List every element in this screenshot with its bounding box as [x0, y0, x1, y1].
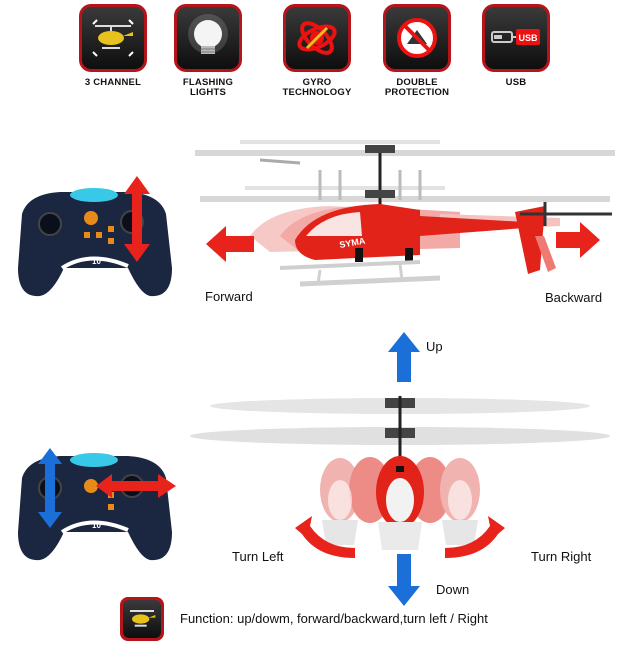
turn-right-arrow	[445, 516, 505, 558]
feature-flashing-lights: FLASHING LIGHTS	[163, 4, 253, 98]
backward-arrow	[556, 222, 600, 258]
helicopter-icon	[92, 19, 134, 57]
vertical-blue-arrow	[38, 448, 62, 528]
forward-arrow	[206, 226, 254, 262]
shield-no-icon	[397, 18, 437, 58]
footer-function-text: Function: up/dowm, forward/backward,turn…	[180, 611, 488, 626]
feature-usb: USB USB	[471, 4, 561, 88]
down-arrow	[388, 554, 420, 606]
rotor-blades	[190, 396, 610, 470]
gyro-icon	[297, 21, 337, 55]
helicopter-main-front	[376, 456, 424, 550]
feature-label: DOUBLE PROTECTION	[384, 77, 450, 98]
forward-backward-illustration: SYMA 10	[18, 140, 615, 297]
helicopter-icon	[130, 610, 156, 627]
helicopter-main: SYMA	[279, 204, 556, 287]
brand-logo: SYMA	[339, 236, 367, 250]
horizontal-red-arrow	[96, 474, 176, 498]
feature-gyro-technology: GYRO TECHNOLOGY	[272, 4, 362, 98]
label-backward: Backward	[545, 290, 603, 305]
feature-label: 3 CHANNEL	[84, 77, 142, 88]
usb-tag: USB	[518, 33, 538, 43]
tail-rotor	[520, 202, 612, 226]
helicopter-front-views	[320, 457, 480, 545]
label-up: Up	[426, 339, 443, 354]
feature-double-protection: DOUBLE PROTECTION	[372, 4, 462, 98]
label-turn-left: Turn Left	[232, 549, 284, 564]
remote-controller: 10	[18, 453, 172, 561]
footer-function-icon	[120, 597, 164, 641]
feature-3-channel: 3 CHANNEL	[68, 4, 158, 88]
label-forward: Forward	[205, 289, 253, 304]
label-down: Down	[436, 582, 470, 597]
feature-label: USB	[505, 77, 527, 88]
vertical-red-arrow	[124, 176, 150, 262]
usb-cable-icon: USB	[491, 29, 540, 45]
light-bulb-icon	[188, 14, 228, 54]
feature-label: GYRO TECHNOLOGY	[282, 77, 352, 98]
remote-number: 10	[92, 257, 101, 266]
feature-label: FLASHING LIGHTS	[182, 77, 234, 98]
turn-left-arrow	[295, 516, 355, 558]
remote-number: 10	[92, 521, 101, 530]
label-turn-right: Turn Right	[531, 549, 592, 564]
up-arrow	[388, 332, 420, 382]
